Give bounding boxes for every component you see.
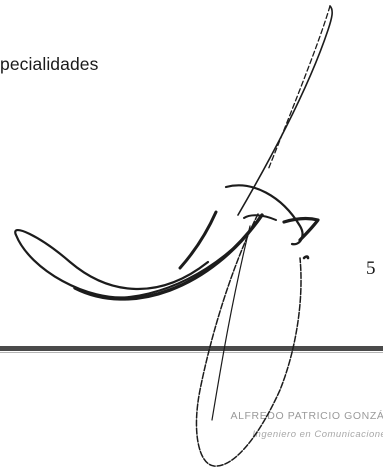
page-number: 5 xyxy=(366,258,376,279)
stamp-title-line: Ingeniero en Comunicaciones xyxy=(252,429,383,440)
stamp-name-line: ALFREDO PATRICIO GONZÁLEZ xyxy=(230,409,383,422)
body-text-fragment: pecialidades xyxy=(0,54,99,74)
footer-rule-shadow xyxy=(0,352,383,353)
footer-rule xyxy=(0,346,383,351)
